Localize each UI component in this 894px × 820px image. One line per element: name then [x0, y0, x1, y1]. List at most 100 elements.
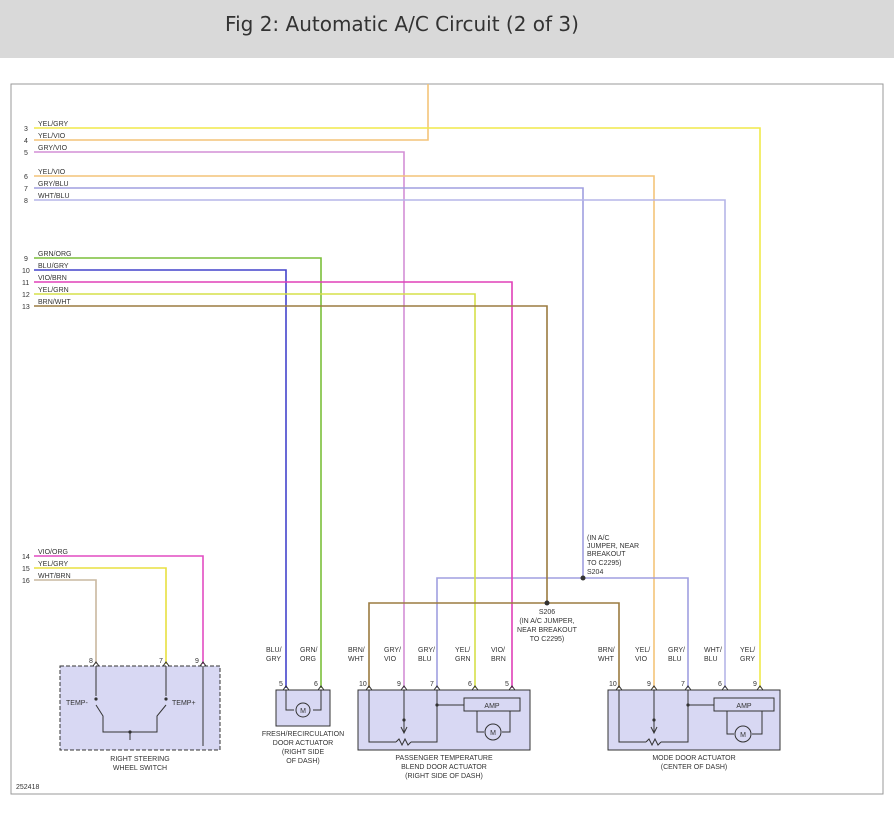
wire-blu-gry [34, 269, 287, 688]
motor-symbol: M [300, 708, 306, 715]
motor-wire [502, 711, 511, 733]
wire-brn-wht-split [368, 602, 620, 688]
wire-label: WHT/BLU [38, 193, 70, 200]
pin-16: 16 [22, 578, 30, 585]
right-steering-wheel-switch: 8 7 9 TEMP- TEMP+ RIGHT STEERING WHEEL S… [59, 658, 221, 772]
wire-label: GRN [455, 656, 471, 663]
connector-arrow [365, 685, 373, 691]
motor-icon [295, 702, 311, 718]
wire-label: YEL/VIO [38, 133, 66, 140]
splice-text: BREAKOUT [587, 551, 626, 558]
pin-11: 11 [22, 280, 29, 287]
component-name: FRESH/RECIRCULATION [262, 731, 344, 738]
wire-label: GRN/ORG [38, 251, 71, 258]
wiring-diagram: 3 4 5 6 7 8 9 10 11 12 13 14 15 16 YEL/G… [10, 83, 884, 795]
motor-wire [752, 711, 763, 735]
connector-arrow [162, 661, 170, 667]
pin-5: 5 [24, 150, 28, 157]
wire-label: BLU/GRY [38, 263, 69, 270]
motor-symbol: M [740, 732, 746, 739]
potentiometer-wire [368, 690, 396, 743]
connector-arrow [471, 685, 479, 691]
wire-label: GRN/ [300, 647, 318, 654]
wire-label: BLU [418, 656, 432, 663]
pin: 6 [314, 681, 318, 688]
wire-yel-gry-switch [34, 567, 167, 664]
splice-s204-dot [580, 575, 586, 581]
wire-label: VIO [635, 656, 648, 663]
wire-gry-blu [34, 187, 584, 578]
splice-text: JUMPER, NEAR [587, 543, 639, 550]
wire-label: ORG [300, 656, 316, 663]
actuator-body [357, 689, 531, 751]
wire-label: BRN/WHT [38, 299, 71, 306]
switch-pin: 7 [159, 658, 163, 665]
pin: 10 [609, 681, 617, 688]
wire-label: BRN/ [348, 647, 365, 654]
wire-yel-grn [34, 293, 476, 688]
wire-gry-vio [34, 151, 405, 688]
connector-arrow [721, 685, 729, 691]
diagram-frame [10, 83, 884, 795]
component-name: (CENTER OF DASH) [661, 764, 728, 771]
splice-text: NEAR BREAKOUT [517, 627, 578, 634]
motor-symbol: M [490, 730, 496, 737]
splice-s206-dot [544, 600, 550, 606]
wire-label: YEL/VIO [38, 169, 66, 176]
temp-plus-label: TEMP+ [172, 700, 196, 707]
connector-arrow [756, 685, 764, 691]
connector-arrow [684, 685, 692, 691]
wire-label: YEL/GRY [38, 121, 69, 128]
wire-label: VIO/ORG [38, 549, 68, 556]
wire-label: GRY [740, 656, 755, 663]
potentiometer-wire [411, 690, 438, 743]
figure-header: Fig 2: Automatic A/C Circuit (2 of 3) [0, 0, 894, 58]
connector-arrow [92, 661, 100, 667]
component-name: RIGHT STEERING [110, 756, 169, 763]
pin: 7 [681, 681, 685, 688]
potentiometer-resistor [395, 737, 412, 747]
pin-14: 14 [22, 554, 30, 561]
splice-s204-label: (IN A/C JUMPER, NEAR BREAKOUT TO C2295) … [587, 535, 639, 576]
component-name: OF DASH) [286, 758, 319, 765]
motor-wire [726, 711, 734, 735]
motor-wire [285, 690, 294, 711]
pin: 9 [647, 681, 651, 688]
wire-label: WHT [348, 656, 365, 663]
motor-wire [313, 690, 322, 711]
wire-label: YEL/ [455, 647, 470, 654]
component-name: PASSENGER TEMPERATURE [395, 755, 493, 762]
wire-wht-blu [34, 199, 726, 688]
pin: 5 [505, 681, 509, 688]
motor-icon [734, 725, 752, 743]
wire-label: YEL/GRN [38, 287, 69, 294]
splice-text: S204 [587, 569, 603, 576]
motor-icon [484, 723, 502, 741]
wire-vio-org [34, 555, 204, 664]
mode-door-actuator: BRN/ WHT YEL/ VIO GRY/ BLU WHT/ BLU YEL/… [598, 647, 781, 771]
connector-arrow [199, 661, 207, 667]
potentiometer-wire [618, 690, 646, 743]
connector-arrow [508, 685, 516, 691]
node-dot [402, 718, 406, 722]
pin: 5 [279, 681, 283, 688]
switch-pin: 8 [89, 658, 93, 665]
switch-body [59, 665, 221, 751]
switch-contact [164, 697, 168, 701]
component-name: DOOR ACTUATOR [273, 740, 333, 747]
figure-id: 252418 [16, 784, 39, 791]
component-name: BLEND DOOR ACTUATOR [401, 764, 487, 771]
pin-6: 6 [24, 174, 28, 181]
switch-contact [128, 730, 132, 734]
potentiometer-resistor [645, 737, 662, 747]
wire-label: BRN/ [598, 647, 615, 654]
wire-label: GRY [266, 656, 281, 663]
wire-yel-vio [34, 175, 655, 688]
wire-label: BLU [704, 656, 718, 663]
connector-arrow [433, 685, 441, 691]
passenger-temperature-blend-door-actuator: BRN/ WHT GRY/ VIO GRY/ BLU YEL/ GRN VIO/… [348, 647, 531, 780]
splice-text: (IN A/C [587, 535, 610, 542]
component-name: (RIGHT SIDE OF DASH) [405, 773, 483, 780]
wire-label: BLU [668, 656, 682, 663]
pin-15: 15 [22, 566, 30, 573]
